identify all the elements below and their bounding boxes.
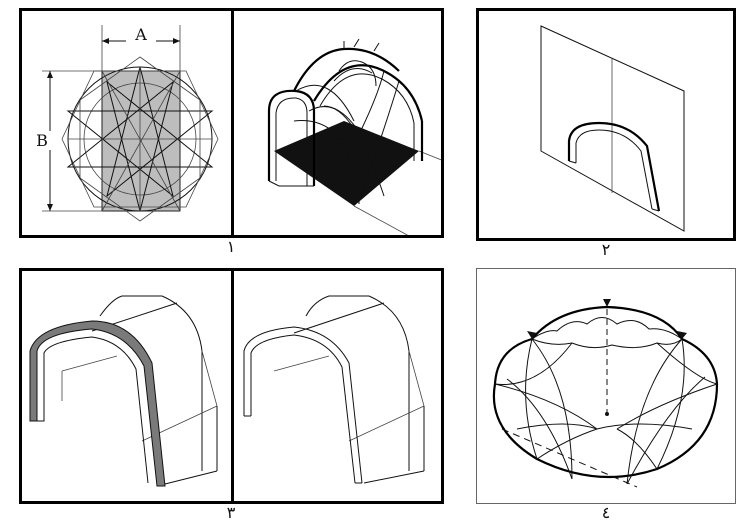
- panel-3-extruded-arch-shaded: [19, 268, 234, 504]
- dimension-b-label: B: [32, 131, 52, 150]
- panel-1-star-plan: A B: [19, 8, 234, 238]
- panel-3-extruded-arch-outline: [231, 268, 444, 504]
- figure-label-1: ١: [226, 237, 236, 256]
- ribbed-dome-drawing: [267, 38, 441, 235]
- panel-1-ribbed-dome: [231, 8, 444, 238]
- figure-label-4: ٤: [601, 503, 611, 522]
- panel-2-plane-arch: [476, 8, 736, 241]
- figure-label-2: ٢: [601, 240, 611, 259]
- extruded-arch-shaded-drawing: [29, 295, 218, 487]
- plane-arch-drawing: [540, 25, 685, 232]
- figure-label-3: ٣: [226, 503, 236, 522]
- star-plan-drawing: [42, 25, 219, 222]
- extruded-arch-outline-drawing: [243, 295, 425, 484]
- dome-drawing: [492, 299, 719, 488]
- dimension-a-label: A: [126, 25, 156, 44]
- panel-4-dome: [476, 268, 736, 504]
